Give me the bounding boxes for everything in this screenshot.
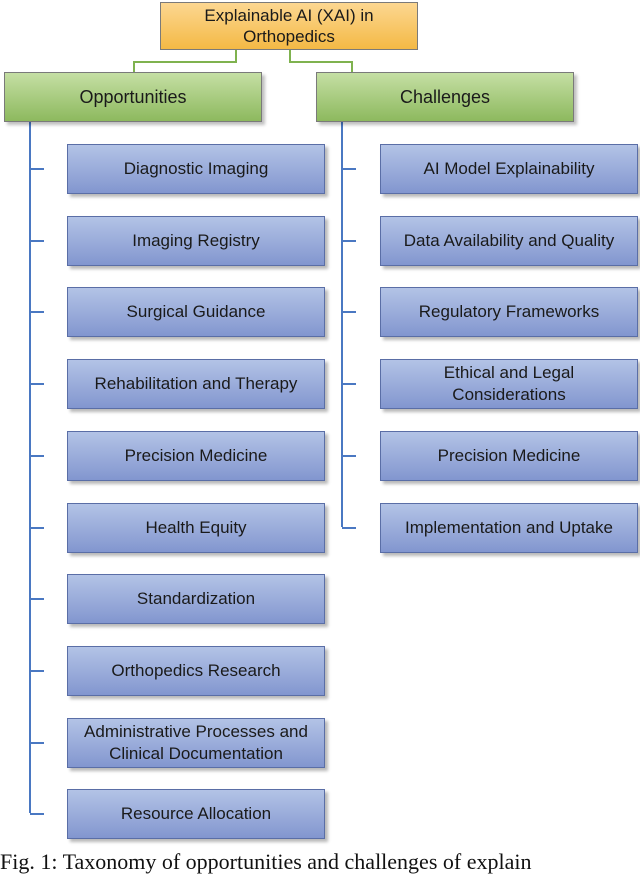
opportunity-item: Standardization xyxy=(67,574,325,624)
opportunity-item: Health Equity xyxy=(67,503,325,553)
figure-caption: Fig. 1: Taxonomy of opportunities and ch… xyxy=(0,849,532,874)
root-node: Explainable AI (XAI) in Orthopedics xyxy=(160,2,418,50)
opportunity-item: Rehabilitation and Therapy xyxy=(67,359,325,409)
challenge-item: Ethical and Legal Considerations xyxy=(380,359,638,409)
challenge-item: Implementation and Uptake xyxy=(380,503,638,553)
opportunity-item: Imaging Registry xyxy=(67,216,325,266)
challenge-item: Regulatory Frameworks xyxy=(380,287,638,337)
challenge-item: AI Model Explainability xyxy=(380,144,638,194)
opportunity-item: Precision Medicine xyxy=(67,431,325,481)
opportunity-item: Administrative Processes and Clinical Do… xyxy=(67,718,325,768)
opportunity-item: Diagnostic Imaging xyxy=(67,144,325,194)
opportunities-category: Opportunities xyxy=(4,72,262,122)
root-to-opportunities-connector xyxy=(133,50,237,72)
challenges-category: Challenges xyxy=(316,72,574,122)
opportunity-item: Resource Allocation xyxy=(67,789,325,839)
challenge-item: Data Availability and Quality xyxy=(380,216,638,266)
opportunity-item: Surgical Guidance xyxy=(67,287,325,337)
root-to-challenges-connector xyxy=(289,50,353,72)
challenge-item: Precision Medicine xyxy=(380,431,638,481)
opportunity-item: Orthopedics Research xyxy=(67,646,325,696)
